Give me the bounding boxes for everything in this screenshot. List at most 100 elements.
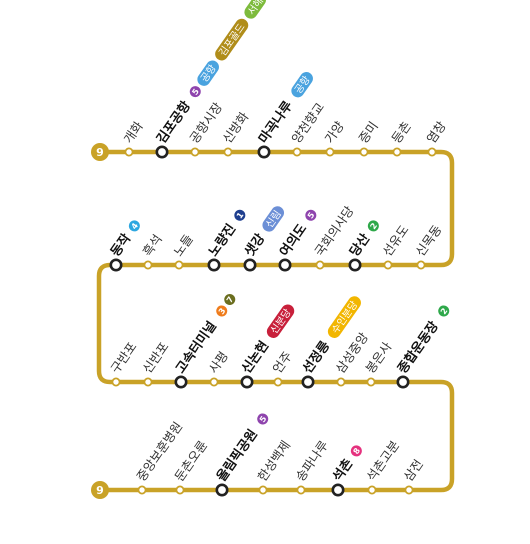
line-pill-badge — [266, 304, 295, 338]
station-marker[interactable] — [124, 147, 134, 157]
station-name: 선유도 — [379, 222, 411, 259]
transfer-station-marker[interactable] — [155, 145, 169, 159]
station-marker[interactable] — [427, 147, 437, 157]
station-label-group: 둔촌오륜 — [171, 438, 210, 484]
station-marker[interactable] — [366, 377, 376, 387]
station-marker[interactable] — [296, 485, 306, 495]
station-name: 노량진 — [205, 221, 239, 260]
station-marker[interactable] — [273, 377, 283, 387]
line-badge-number: 4 — [129, 221, 140, 231]
line-3-badge-icon — [216, 305, 228, 317]
station-name: 석촌 — [330, 456, 356, 484]
transfer-station-marker[interactable] — [240, 375, 254, 389]
station-2-7[interactable]: 삼성중앙 — [332, 329, 371, 387]
line-pill-badge — [262, 206, 285, 232]
station-1-9[interactable]: 동작4 — [107, 217, 144, 272]
station-marker[interactable] — [258, 485, 268, 495]
station-marker[interactable] — [143, 260, 153, 270]
station-marker[interactable] — [111, 377, 121, 387]
station-label-group: 염창 — [423, 118, 449, 146]
station-name: 등촌 — [388, 119, 413, 146]
transfer-station-marker[interactable] — [207, 258, 221, 272]
station-marker[interactable] — [336, 377, 346, 387]
station-name: 노들 — [170, 232, 195, 259]
transfer-station-marker[interactable] — [348, 258, 362, 272]
station-3-2[interactable]: 석촌8 — [330, 442, 366, 497]
station-name: 종합운동장 — [394, 318, 441, 376]
station-name: 한성백제 — [254, 438, 293, 484]
transfer-station-marker[interactable] — [243, 258, 257, 272]
line-badge-number: 7 — [225, 295, 236, 305]
station-marker[interactable] — [359, 147, 369, 157]
station-marker[interactable] — [416, 260, 426, 270]
line-5-badge-icon — [257, 413, 269, 425]
station-marker[interactable] — [292, 147, 302, 157]
station-name: 신목동 — [412, 222, 444, 259]
transfer-station-marker[interactable] — [215, 483, 229, 497]
station-3-4[interactable]: 한성백제 — [254, 438, 293, 495]
transfer-station-marker[interactable] — [331, 483, 345, 497]
transfer-station-marker[interactable] — [109, 258, 123, 272]
station-label-group: 흑석 — [139, 232, 164, 259]
station-marker[interactable] — [143, 377, 153, 387]
line-5-badge-icon — [305, 209, 317, 221]
station-marker[interactable] — [223, 147, 233, 157]
station-name: 개화 — [120, 118, 146, 146]
line-pill-label: 김포골드 — [217, 21, 248, 58]
station-marker[interactable] — [137, 485, 147, 495]
station-label-group: 선유도 — [379, 222, 411, 259]
station-name: 언주 — [269, 349, 294, 376]
terminal-end: 9 — [91, 481, 109, 499]
station-marker[interactable] — [383, 260, 393, 270]
station-3-1[interactable]: 석촌고분 — [363, 438, 402, 495]
station-marker[interactable] — [404, 485, 414, 495]
station-1-1[interactable]: 선유도 — [379, 222, 412, 270]
station-marker[interactable] — [174, 260, 184, 270]
station-name: 가양 — [321, 118, 347, 146]
line-9-terminal-icon — [91, 143, 109, 161]
line-8-badge-icon — [350, 445, 362, 457]
line-2-badge-icon — [438, 305, 450, 317]
terminal-start: 9 — [91, 143, 109, 161]
station-marker[interactable] — [209, 377, 219, 387]
station-label-group: 석촌8 — [330, 445, 362, 485]
station-label-group: 한성백제 — [254, 438, 293, 484]
station-label-group: 구반포 — [107, 339, 139, 376]
station-0-3[interactable]: 신방화 — [219, 109, 252, 157]
station-marker[interactable] — [190, 147, 200, 157]
station-1-2[interactable]: 당산2 — [346, 217, 383, 272]
station-3-3[interactable]: 송파나루 — [292, 438, 331, 495]
station-label-group: 신반포 — [139, 339, 171, 376]
line-pill-badge — [197, 60, 219, 86]
station-marker[interactable] — [175, 485, 185, 495]
station-1-3[interactable]: 국회의사당 — [311, 203, 357, 270]
station-name: 당산 — [346, 231, 373, 260]
station-label-group: 신목동 — [412, 222, 444, 259]
station-2-0[interactable]: 구반포 — [107, 339, 140, 387]
transfer-station-marker[interactable] — [257, 145, 271, 159]
station-3-7[interactable]: 중앙보훈병원 — [133, 419, 185, 495]
transfer-station-marker[interactable] — [278, 258, 292, 272]
station-label-group: 사평 — [205, 349, 230, 376]
transfer-station-marker[interactable] — [174, 375, 188, 389]
transfer-station-marker[interactable] — [301, 375, 315, 389]
transfer-station-marker[interactable] — [396, 375, 410, 389]
station-name: 둔촌오륜 — [171, 438, 210, 484]
station-label-group: 증미 — [355, 119, 380, 146]
line-badge-number: 2 — [368, 221, 379, 231]
station-2-8[interactable]: 봉은사 — [362, 339, 395, 387]
station-1-0[interactable]: 신목동 — [412, 222, 445, 270]
station-3-6[interactable]: 둔촌오륜 — [171, 438, 210, 495]
station-2-1[interactable]: 신반포 — [139, 339, 172, 387]
station-marker[interactable] — [315, 260, 325, 270]
station-marker[interactable] — [367, 485, 377, 495]
station-marker[interactable] — [325, 147, 335, 157]
station-marker[interactable] — [392, 147, 402, 157]
